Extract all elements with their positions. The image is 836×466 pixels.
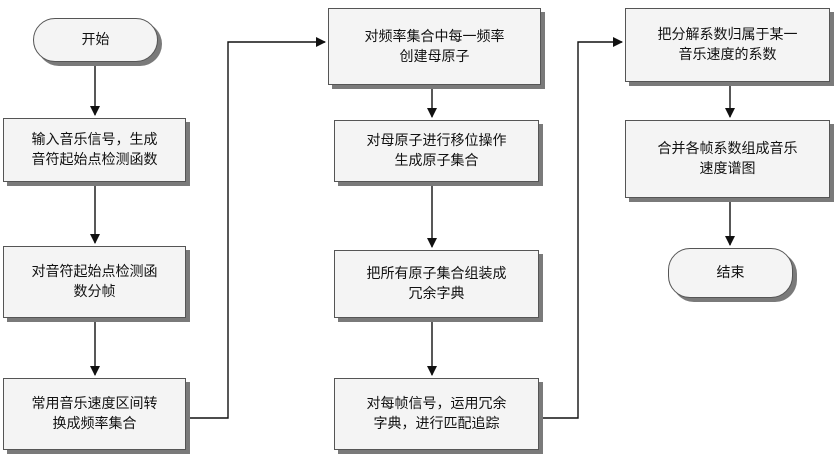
step-label: 对每帧信号，运用冗余 字典，进行匹配追踪 bbox=[367, 394, 507, 434]
step-shift-atoms: 对母原子进行移位操作 生成原子集合 bbox=[334, 120, 539, 182]
step-tempo-to-freq: 常用音乐速度区间转 换成频率集合 bbox=[3, 378, 186, 450]
step-label: 输入音乐信号，生成 音符起始点检测函数 bbox=[32, 130, 158, 170]
arrow-step3-to-step4 bbox=[185, 42, 325, 418]
start-terminal: 开始 bbox=[33, 18, 158, 62]
end-label: 结束 bbox=[717, 263, 745, 283]
arrow-step7-to-step8 bbox=[540, 42, 622, 418]
step-label: 对母原子进行移位操作 生成原子集合 bbox=[367, 131, 507, 171]
step-create-mother-atom: 对频率集合中每一频率 创建母原子 bbox=[328, 8, 541, 85]
step-assign-coefficients: 把分解系数归属于某一 音乐速度的系数 bbox=[625, 8, 830, 82]
step-input-signal: 输入音乐信号，生成 音符起始点检测函数 bbox=[3, 118, 186, 182]
step-matching-pursuit: 对每帧信号，运用冗余 字典，进行匹配追踪 bbox=[334, 378, 539, 450]
step-label: 对频率集合中每一频率 创建母原子 bbox=[365, 27, 505, 67]
start-label: 开始 bbox=[82, 30, 110, 50]
end-terminal: 结束 bbox=[668, 248, 793, 298]
step-label: 把分解系数归属于某一 音乐速度的系数 bbox=[658, 25, 798, 65]
step-frame-split: 对音符起始点检测函 数分帧 bbox=[3, 246, 186, 318]
step-build-dictionary: 把所有原子集合组装成 冗余字典 bbox=[334, 250, 539, 318]
step-label: 常用音乐速度区间转 换成频率集合 bbox=[32, 394, 158, 434]
step-tempogram: 合并各帧系数组成音乐 速度谱图 bbox=[625, 120, 830, 198]
step-label: 把所有原子集合组装成 冗余字典 bbox=[367, 264, 507, 304]
step-label: 合并各帧系数组成音乐 速度谱图 bbox=[658, 139, 798, 179]
step-label: 对音符起始点检测函 数分帧 bbox=[32, 262, 158, 302]
